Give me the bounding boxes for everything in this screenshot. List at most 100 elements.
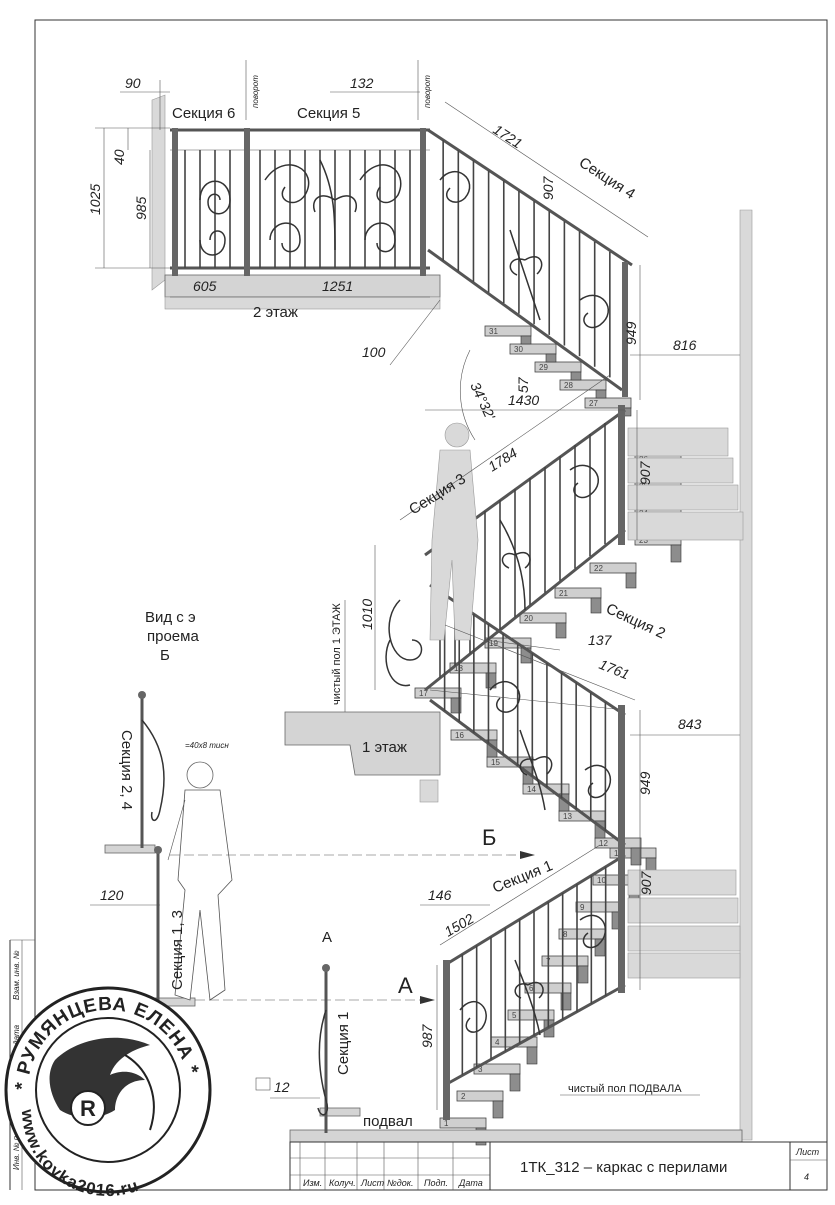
- post-s5-right: [420, 128, 426, 276]
- figure-upper-body: [429, 449, 479, 641]
- s1-scroll-c: [579, 914, 607, 949]
- stair-riser: [595, 389, 607, 399]
- step-number: 29: [539, 363, 548, 372]
- s4-bottom-rail: [427, 248, 623, 392]
- label-section13: Секция 1, 3: [169, 910, 186, 990]
- bar-profile-label: =40x8 тисн: [185, 741, 229, 750]
- stair-riser: [526, 1046, 538, 1065]
- s2-scroll-b: [519, 729, 553, 811]
- upper-scrolls: [199, 159, 402, 256]
- step-number: 23: [639, 536, 648, 545]
- tb-col-data: Дата: [458, 1178, 483, 1188]
- landing-low-c: [627, 925, 741, 952]
- detail-scroll-24: [141, 719, 165, 822]
- detail-scroll-1: [317, 1009, 329, 1116]
- s1-handrail: [444, 853, 626, 967]
- stair-riser: [509, 1073, 521, 1092]
- stamp-letter-ring: [70, 1090, 106, 1126]
- stair-tread: [507, 1009, 555, 1021]
- view-label-line1: Вид с э: [145, 609, 196, 626]
- detail-slab-1: [104, 844, 156, 854]
- detail-post-13-cap: [154, 846, 162, 854]
- dim-1025: 1025: [87, 184, 103, 215]
- stair-riser: [570, 371, 582, 381]
- dim-949a: 949: [623, 321, 639, 345]
- scroll-s6b: [199, 230, 226, 256]
- dim1784-line: [399, 374, 611, 521]
- tb-col-list: Лист: [360, 1178, 385, 1188]
- dim-987: 987: [419, 1023, 435, 1048]
- dim100-leader: [389, 299, 441, 366]
- post-s4-bottom: [622, 262, 628, 397]
- right-wall: [739, 209, 753, 1141]
- figure-upper-head: [444, 422, 470, 448]
- s2-scroll-a: [489, 681, 521, 713]
- step-number: 31: [489, 327, 498, 336]
- landing-top-c: [627, 484, 739, 511]
- s4-scroll-b: [509, 229, 543, 321]
- stair-tread: [541, 955, 589, 967]
- dim-1502: 1502: [442, 910, 477, 940]
- step-number: 1: [444, 1119, 449, 1128]
- dim-985: 985: [133, 196, 149, 220]
- dim-907b: 907: [637, 460, 653, 485]
- dim-132: 132: [350, 75, 374, 91]
- scroll-s5a: [264, 164, 310, 204]
- floor1-slab: [284, 711, 441, 803]
- landing-low-b: [627, 897, 739, 924]
- stamp-bow: [124, 1054, 155, 1131]
- dim-907a: 907: [540, 175, 556, 200]
- dim-angle: 34°32': [467, 380, 499, 424]
- step-number: 17: [419, 689, 428, 698]
- dim-1761: 1761: [597, 656, 632, 683]
- stair-tread: [522, 783, 570, 795]
- step-number: 6: [529, 984, 534, 993]
- label-section24: Секция 2, 4: [118, 730, 135, 810]
- post-s6-left: [172, 128, 178, 276]
- step-number: 10: [597, 876, 606, 885]
- stair-tread: [456, 1090, 504, 1102]
- title-block-frame: [289, 1141, 828, 1191]
- stair-tread: [584, 397, 632, 409]
- step-number: 28: [564, 381, 573, 390]
- figure-lower-body: [174, 789, 233, 1001]
- stair-riser: [590, 597, 602, 614]
- scroll-s5d: [364, 222, 396, 253]
- sheet-label: Лист: [795, 1147, 820, 1157]
- scroll-s5-center: [313, 159, 357, 251]
- dim-1784: 1784: [485, 444, 520, 474]
- tb-col-podp: Подп.: [424, 1178, 448, 1188]
- s1-scroll-b: [514, 959, 544, 1036]
- step-number: 14: [527, 785, 536, 794]
- step-number: 2: [461, 1092, 466, 1101]
- post-s1-top: [618, 848, 625, 993]
- side-text-3: Инв. № подл.: [12, 1120, 21, 1170]
- dim-1010: 1010: [359, 599, 375, 630]
- label-section1-detail: Секция 1: [335, 1012, 352, 1075]
- stair-riser: [520, 335, 532, 345]
- dim-1430: 1430: [508, 392, 539, 408]
- step-number: 12: [599, 839, 608, 848]
- dim-40: 40: [111, 149, 127, 165]
- upper-railing: [151, 94, 441, 310]
- step-number: 8: [563, 930, 568, 939]
- rotation-label-2: поворот: [423, 75, 432, 108]
- stair-tread: [534, 361, 582, 373]
- view-label-line3: Б: [160, 647, 170, 664]
- stair-riser: [492, 1100, 504, 1119]
- dim-137: 137: [588, 632, 613, 648]
- s3-scroll-a: [499, 519, 531, 611]
- stair-tread: [589, 562, 637, 574]
- label-basement: подвал: [363, 1113, 413, 1130]
- figure-lower-arm: [167, 799, 186, 861]
- s2-balusters: [443, 594, 607, 832]
- dim-605: 605: [193, 278, 217, 294]
- profile-square: [255, 1077, 271, 1091]
- step-number: 5: [512, 1011, 517, 1020]
- landing-low-d: [627, 952, 741, 979]
- post-s2-bottom: [618, 705, 625, 850]
- dim-1251: 1251: [322, 278, 353, 294]
- dim-949b: 949: [637, 771, 653, 795]
- section-mark-a: А: [398, 973, 413, 998]
